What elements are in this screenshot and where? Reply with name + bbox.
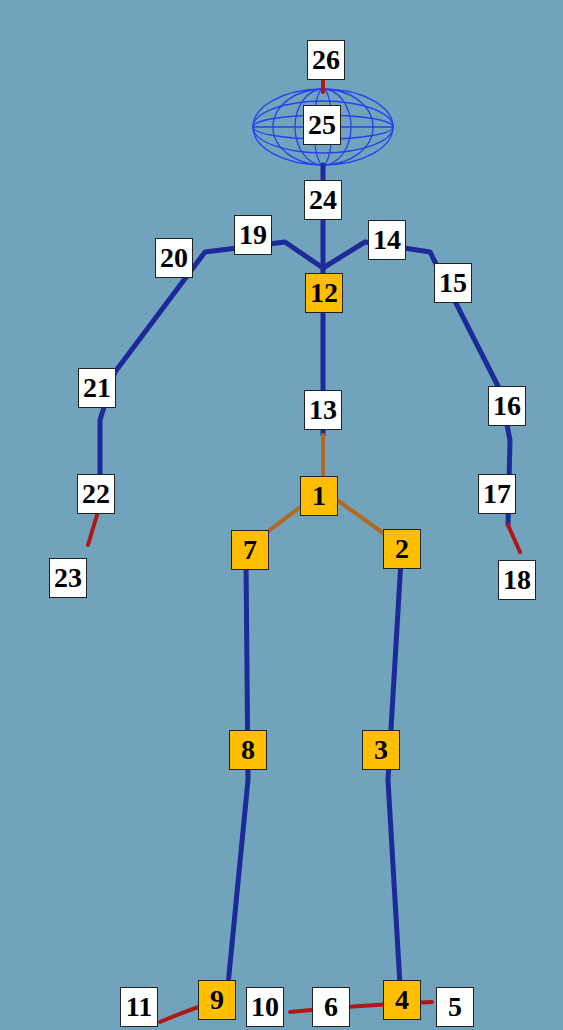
callout-number: 16 xyxy=(488,386,526,426)
callout-number: 12 xyxy=(305,273,343,313)
callout-number: 18 xyxy=(498,560,536,600)
callout-number: 9 xyxy=(198,980,236,1020)
callout-number: 7 xyxy=(231,530,269,570)
callout-number: 2 xyxy=(383,529,421,569)
callout-number: 1 xyxy=(300,476,338,516)
callout-number: 26 xyxy=(307,40,345,80)
callout-number: 11 xyxy=(120,987,158,1027)
callout-number: 24 xyxy=(304,180,342,220)
callout-number: 21 xyxy=(78,368,116,408)
callout-number: 25 xyxy=(303,105,341,145)
callout-number: 10 xyxy=(246,987,284,1027)
callout-number: 19 xyxy=(234,215,272,255)
callout-number: 20 xyxy=(155,238,193,278)
callout-number: 22 xyxy=(77,474,115,514)
callout-number: 23 xyxy=(49,558,87,598)
callout-number: 14 xyxy=(368,220,406,260)
callout-number: 6 xyxy=(312,987,350,1027)
callout-number: 15 xyxy=(434,263,472,303)
callout-number: 4 xyxy=(383,980,421,1020)
callout-number: 3 xyxy=(362,730,400,770)
callout-number: 8 xyxy=(229,730,267,770)
callout-number: 5 xyxy=(436,987,474,1027)
callout-number: 13 xyxy=(304,390,342,430)
callout-number: 17 xyxy=(478,474,516,514)
